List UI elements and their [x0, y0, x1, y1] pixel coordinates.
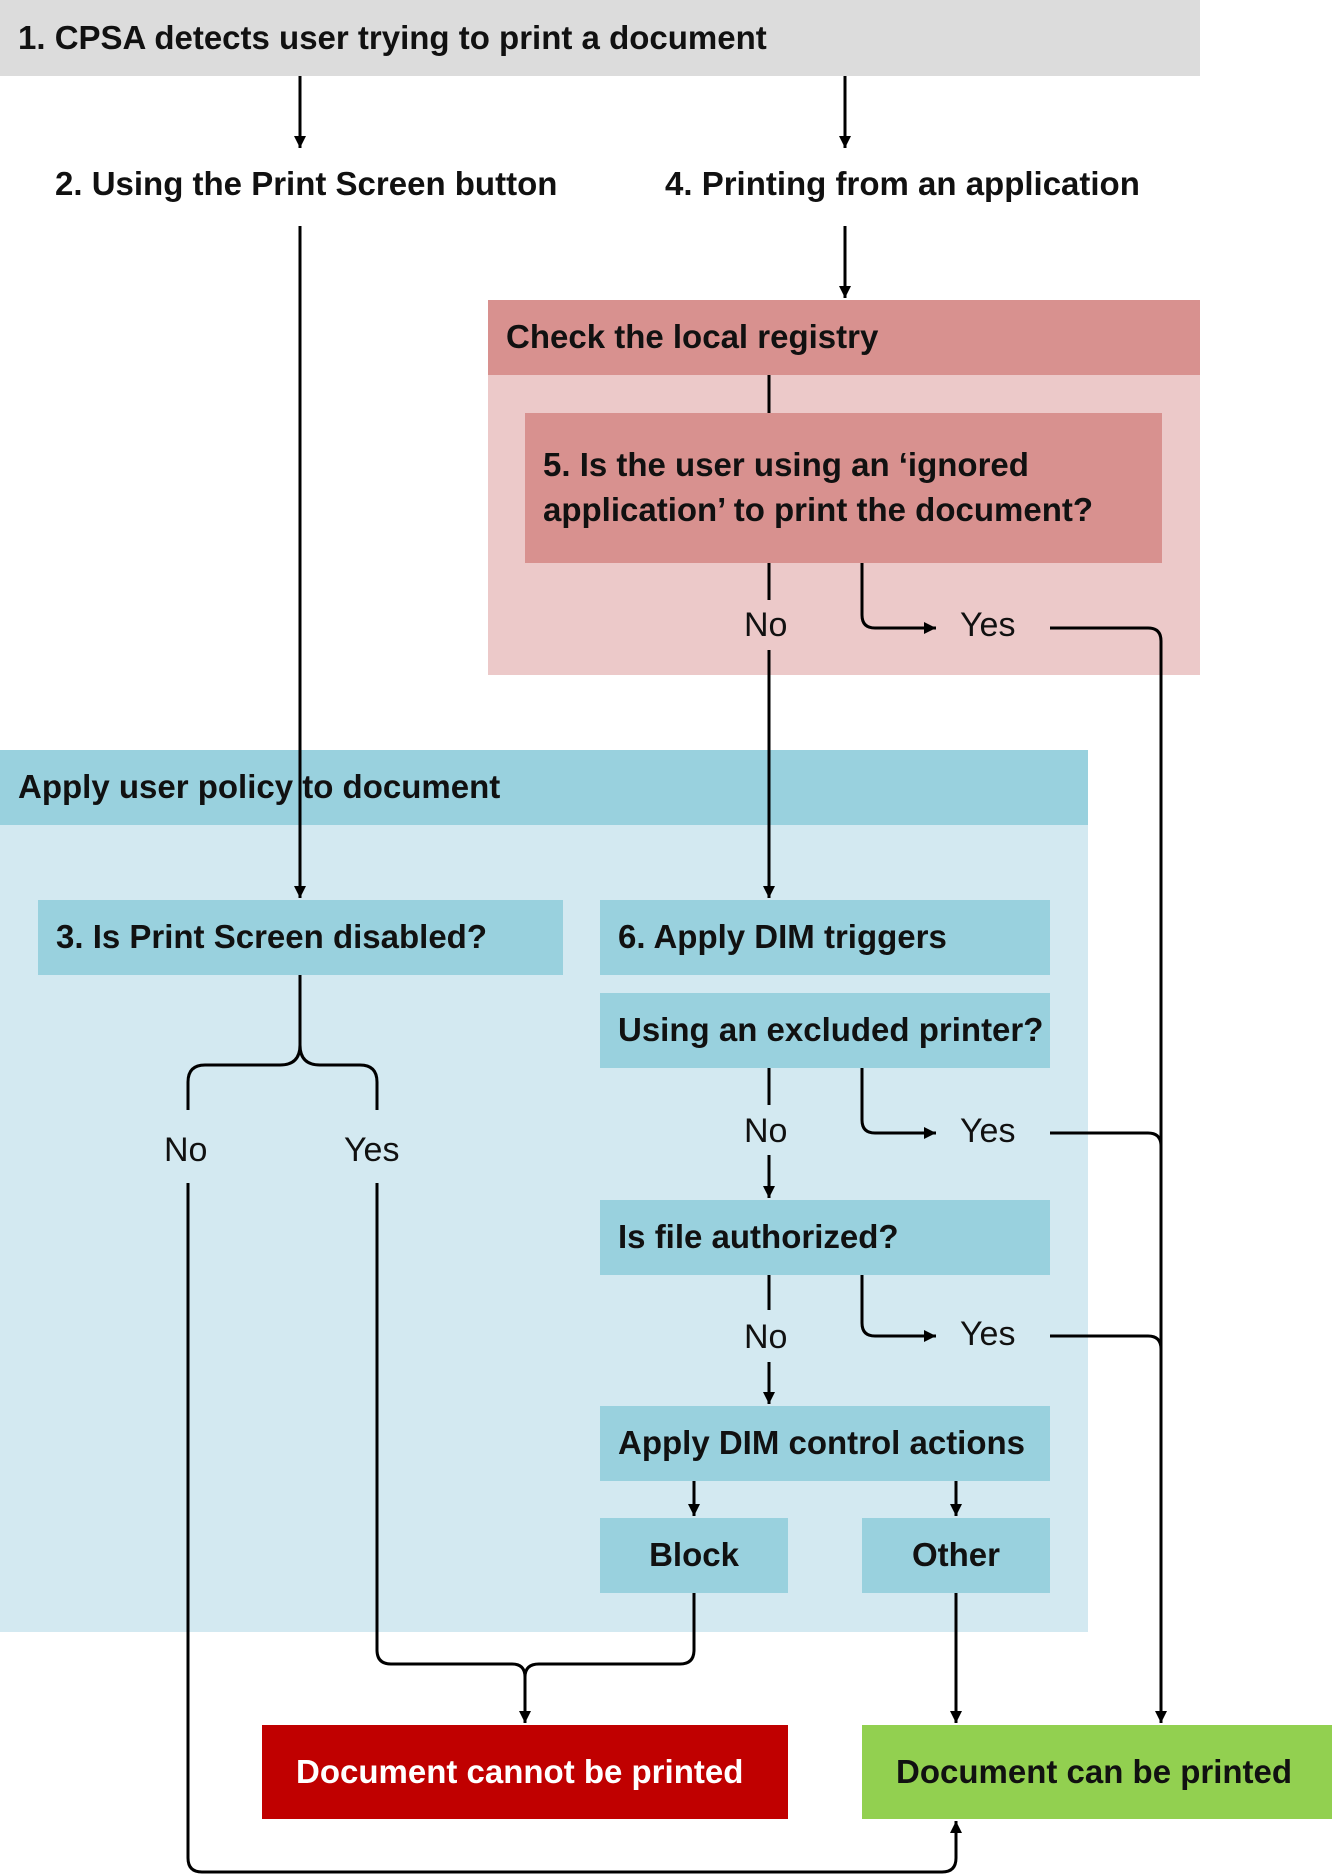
- detect-step: 1. CPSA detects user trying to print a d…: [0, 0, 1200, 76]
- ignored-no-label: No: [744, 606, 788, 644]
- file-yes-label: Yes: [960, 1315, 1016, 1353]
- registry-header-bar: [488, 300, 1200, 375]
- can-print-outcome: Document can be printed: [862, 1725, 1332, 1819]
- cannot-print-outcome-text: Document cannot be printed: [296, 1752, 744, 1790]
- printing-app-step: 4. Printing from an application: [665, 165, 1140, 202]
- block-action: Block: [600, 1518, 788, 1593]
- line-excluded-yes: [860, 1068, 936, 1139]
- dim-triggers-step: 6. Apply DIM triggers: [600, 900, 1050, 975]
- dim-triggers-step-text: 6. Apply DIM triggers: [618, 918, 947, 956]
- ignored-yes-label: Yes: [960, 606, 1016, 644]
- file-authorized-question: Is file authorized?: [600, 1200, 1050, 1275]
- ignored-app-box: [525, 413, 1162, 563]
- ps-disabled-question-text: 3. Is Print Screen disabled?: [56, 918, 487, 956]
- policy-header: Apply user policy to document: [0, 750, 1088, 825]
- line-ps-split: [186, 975, 379, 1110]
- excluded-printer-question: Using an excluded printer?: [600, 993, 1050, 1068]
- ignored-app-question: 5. Is the user using an ‘ignored applica…: [525, 413, 1162, 563]
- policy-panel: [0, 750, 1088, 1632]
- dim-actions-step: Apply DIM control actions: [600, 1406, 1050, 1481]
- file-authorized-question-text: Is file authorized?: [618, 1218, 899, 1256]
- ps-disabled-question: 3. Is Print Screen disabled?: [38, 900, 563, 975]
- registry-header-text: Check the local registry: [506, 318, 879, 356]
- can-print-box: [862, 1725, 1332, 1819]
- cannot-print-box: [262, 1725, 788, 1819]
- detect-step-text: 1. CPSA detects user trying to print a d…: [18, 18, 767, 56]
- excluded-printer-question-text: Using an excluded printer?: [618, 1011, 1044, 1049]
- line-file-yes-join: [1050, 1334, 1163, 1350]
- block-action-text: Block: [649, 1536, 739, 1574]
- can-print-outcome-text: Document can be printed: [896, 1752, 1293, 1790]
- line-file-yes: [860, 1275, 936, 1342]
- registry-header: Check the local registry: [488, 300, 1200, 375]
- print-screen-step: 2. Using the Print Screen button: [55, 165, 558, 202]
- file-no-label: No: [744, 1318, 788, 1356]
- excluded-no-label: No: [744, 1112, 788, 1150]
- line-ps-no-to-can-print: [186, 1183, 962, 1874]
- cannot-print-outcome: Document cannot be printed: [262, 1725, 788, 1819]
- file-authorized-box: [600, 1200, 1050, 1275]
- block-box: [600, 1518, 788, 1593]
- ps-disabled-box: [38, 900, 563, 975]
- dim-triggers-box: [600, 900, 1050, 975]
- other-box: [862, 1518, 1050, 1593]
- excluded-yes-label: Yes: [960, 1112, 1016, 1150]
- ps-no-label: No: [164, 1131, 208, 1169]
- dim-actions-box: [600, 1406, 1050, 1481]
- connectors: [186, 76, 1167, 1874]
- line-yes-to-can-print: [1050, 626, 1167, 1723]
- other-action: Other: [862, 1518, 1050, 1593]
- policy-header-bar: [0, 750, 1088, 825]
- policy-header-text: Apply user policy to document: [18, 768, 501, 806]
- line-ignored-yes: [860, 563, 936, 634]
- dim-actions-step-text: Apply DIM control actions: [618, 1424, 1026, 1462]
- excluded-printer-box: [600, 993, 1050, 1068]
- other-action-text: Other: [911, 1536, 1000, 1574]
- line-block-to-cannot: [523, 1593, 696, 1678]
- line-excluded-yes-join: [1050, 1131, 1163, 1147]
- ignored-app-question-text: 5. Is the user using an ‘ignored applica…: [543, 446, 1093, 528]
- ps-yes-label: Yes: [344, 1131, 400, 1169]
- detect-banner: [0, 0, 1200, 76]
